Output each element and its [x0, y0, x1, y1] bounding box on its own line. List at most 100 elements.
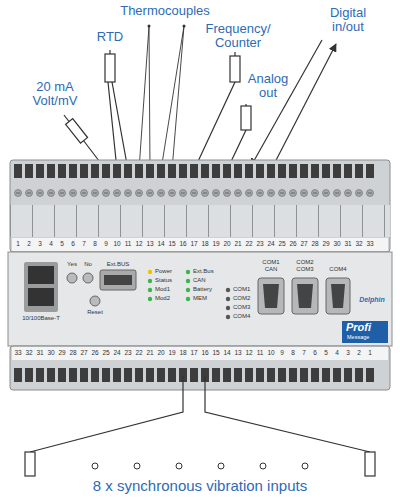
terminal-number: 32 — [355, 240, 362, 247]
resistor-symbol — [105, 54, 115, 82]
terminal-number: 14 — [223, 349, 230, 356]
terminal-number: 26 — [91, 349, 98, 356]
terminal-number: 7 — [302, 349, 306, 356]
terminal-number: 22 — [135, 349, 142, 356]
bus-connector — [100, 270, 136, 290]
terminal-number: 32 — [25, 349, 32, 356]
terminal-number: 8 — [93, 240, 97, 247]
terminal-number: 8 — [291, 349, 295, 356]
brand-logo: Profi — [346, 321, 371, 333]
terminal-number: 28 — [69, 349, 76, 356]
reset-button — [90, 296, 100, 306]
terminal-number: 4 — [49, 240, 53, 247]
button — [67, 273, 77, 283]
terminal-number: 12 — [245, 349, 252, 356]
terminal-number: 27 — [80, 349, 87, 356]
sensor-symbol — [25, 452, 35, 476]
button — [83, 273, 93, 283]
resistor-symbol — [66, 119, 88, 143]
bus-socket — [104, 275, 132, 285]
terminal-number: 30 — [333, 240, 340, 247]
signal-label: Analog out — [244, 72, 292, 101]
signal-label: RTD — [97, 30, 123, 44]
ethernet-socket — [28, 288, 54, 306]
db9-connectors — [258, 278, 350, 314]
panel-label: Ext.Bus — [193, 268, 214, 275]
terminal-number: 25 — [278, 240, 285, 247]
terminal-number: 15 — [168, 240, 175, 247]
thermocouple-wire — [161, 26, 184, 170]
terminal-number: 23 — [256, 240, 263, 247]
resistor-symbol — [230, 56, 240, 82]
signal-label: Thermocouples — [120, 4, 210, 18]
terminal-number: 3 — [346, 349, 350, 356]
terminal-number: 5 — [324, 349, 328, 356]
terminal-number: 17 — [190, 240, 197, 247]
panel-label: Ext.BUS — [107, 261, 130, 268]
terminal-number: 27 — [300, 240, 307, 247]
panel-label: Reset — [87, 309, 103, 316]
terminal-number: 11 — [257, 349, 264, 356]
terminal-number: 7 — [82, 240, 86, 247]
front-panel — [8, 252, 392, 346]
brand-logo: Message — [347, 334, 369, 340]
terminal-number: 31 — [344, 240, 351, 247]
thermocouple-wire — [139, 26, 150, 170]
module-grooves — [10, 205, 390, 237]
panel-label: 10/100Base-T — [22, 315, 60, 322]
terminal-number: 2 — [357, 349, 361, 356]
number-strip — [12, 238, 388, 251]
terminal-number: 3 — [38, 240, 42, 247]
terminal-number: 10 — [267, 349, 274, 356]
ethernet-port — [24, 262, 58, 312]
terminal-number: 15 — [212, 349, 219, 356]
terminal-screws — [14, 186, 377, 200]
terminal-number: 6 — [313, 349, 317, 356]
wire — [30, 376, 183, 452]
terminal-number: 6 — [71, 240, 75, 247]
digital-arrow — [251, 40, 322, 166]
terminal-number: 20 — [223, 240, 230, 247]
number-strip — [12, 347, 388, 360]
terminal-number: 22 — [245, 240, 252, 247]
terminal-number: 9 — [104, 240, 108, 247]
terminal-number: 33 — [366, 240, 373, 247]
panel-label: COM2 COM3 — [293, 259, 317, 272]
terminal-number: 13 — [234, 349, 241, 356]
terminal-number: 21 — [234, 240, 241, 247]
terminal-block — [10, 160, 390, 252]
terminal-number: 29 — [322, 240, 329, 247]
terminal-number: 23 — [124, 349, 131, 356]
panel-label: Power — [155, 268, 172, 275]
terminal-number: 19 — [212, 240, 219, 247]
terminal-number: 10 — [113, 240, 120, 247]
terminal-number: 24 — [113, 349, 120, 356]
panel-label: COM2 — [233, 295, 250, 302]
wire — [205, 376, 370, 452]
signal-label: Digital in/out — [320, 6, 376, 35]
terminal-number: 14 — [157, 240, 164, 247]
terminal-openings — [14, 368, 377, 382]
terminal-number: 16 — [179, 240, 186, 247]
terminal-number: 30 — [47, 349, 54, 356]
panel-label: COM4 — [329, 266, 346, 273]
terminal-number: 11 — [125, 240, 132, 247]
terminal-block — [10, 346, 390, 390]
terminal-number: 18 — [179, 349, 186, 356]
terminal-number: 25 — [102, 349, 109, 356]
terminal-number: 1 — [16, 240, 20, 247]
panel-label: Status — [155, 277, 172, 284]
panel-label: Yes — [67, 261, 77, 268]
panel-label: COM1 CAN — [259, 259, 283, 272]
panel-label: Battery — [193, 286, 212, 293]
vibration-wires — [30, 376, 370, 452]
terminal-number: 16 — [201, 349, 208, 356]
panel-label: Mod1 — [155, 286, 170, 293]
terminal-number: 18 — [201, 240, 208, 247]
module-row — [10, 205, 390, 237]
terminal-number: 4 — [335, 349, 339, 356]
panel-label: COM3 — [233, 304, 250, 311]
terminal-number: 19 — [168, 349, 175, 356]
terminal-number: 9 — [280, 349, 284, 356]
